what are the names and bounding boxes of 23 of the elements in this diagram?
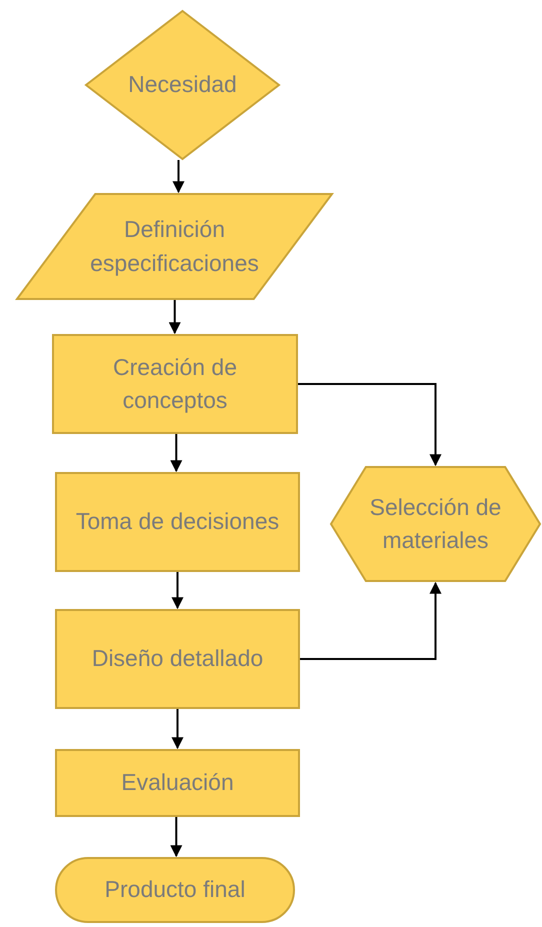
arrow <box>172 160 184 194</box>
node-label: Selección de materiales <box>368 492 502 555</box>
preparation-hexagon <box>330 466 541 582</box>
arrow <box>172 709 184 750</box>
process-box <box>55 609 300 709</box>
node-label: Definición especificaciones <box>89 215 260 278</box>
arrow <box>168 300 181 334</box>
process-box <box>55 472 300 572</box>
arrow <box>300 582 442 660</box>
process-box <box>52 334 298 434</box>
arrow <box>172 572 184 610</box>
node-label: Diseño detallado <box>92 644 264 674</box>
arrow <box>170 817 182 858</box>
arrow <box>298 383 442 466</box>
node-label: Necesidad <box>128 70 237 100</box>
node-label: Creación de conceptos <box>112 352 238 415</box>
node-label: Producto final <box>104 875 246 904</box>
arrow <box>170 434 182 472</box>
decision-diamond <box>85 10 280 160</box>
data-parallelogram <box>16 193 333 300</box>
node-label: Toma de decisiones <box>76 507 280 536</box>
node-label: Evaluación <box>121 768 234 798</box>
process-box <box>55 749 300 817</box>
